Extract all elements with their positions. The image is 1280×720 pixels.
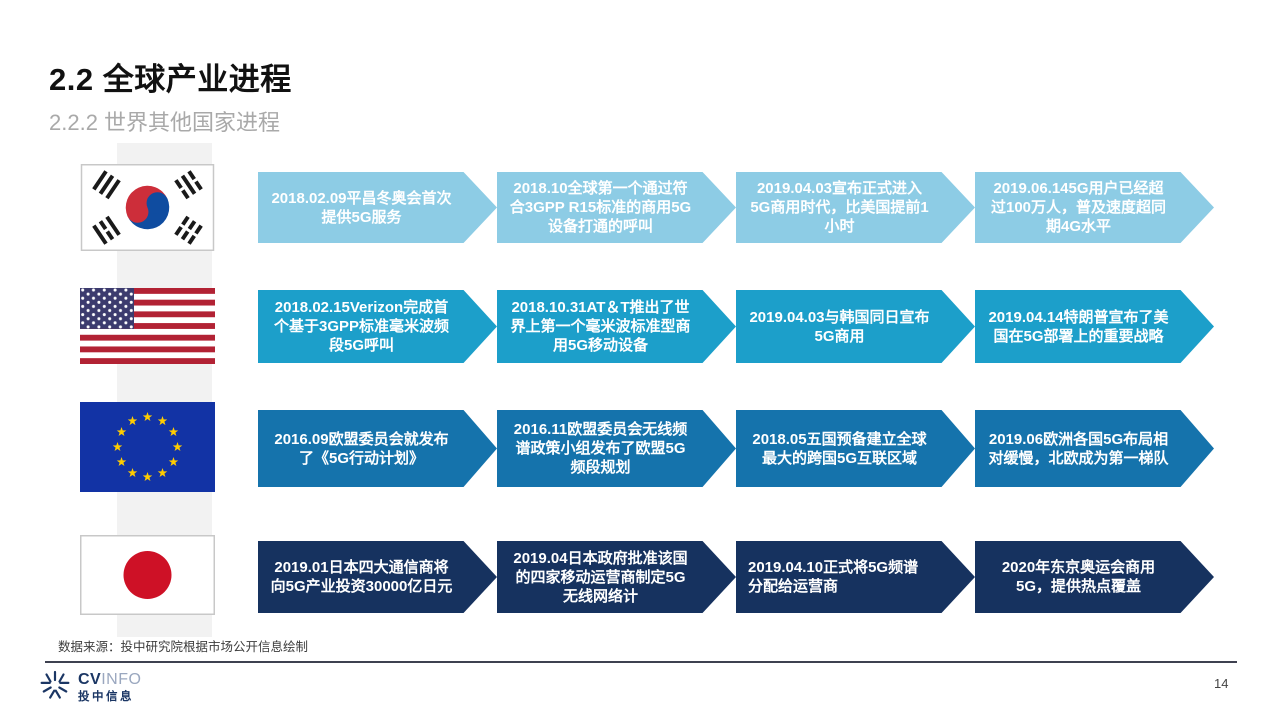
source-note: 数据来源：投中研究院根据市场公开信息绘制 xyxy=(58,640,309,654)
cvinfo-logo-cn: 投中信息 xyxy=(78,690,134,703)
cvinfo-logo-en: CVINFO xyxy=(78,671,142,689)
timeline-arrow-japan-3: 2019.04.10正式将5G频谱分配给运营商 xyxy=(736,541,975,613)
timeline-arrow-japan-1: 2019.01日本四大通信商将向5G产业投资30000亿日元 xyxy=(258,541,497,613)
page-title: 2.2 全球产业进程 xyxy=(49,62,292,97)
timeline-arrow-korea-2: 2018.10全球第一个通过符合3GPP R15标准的商用5G设备打通的呼叫 xyxy=(497,172,736,243)
logo-cv: CV xyxy=(78,671,102,689)
flag-south-korea-icon xyxy=(80,164,215,251)
timeline-arrow-japan-4: 2020年东京奥运会商用5G，提供热点覆盖 xyxy=(975,541,1214,613)
flag-european-union-icon xyxy=(80,402,215,492)
footer-divider xyxy=(45,661,1237,663)
timeline-arrow-eu-4: 2019.06欧洲各国5G布局相对缓慢，北欧成为第一梯队 xyxy=(975,410,1214,487)
cvinfo-pinwheel-icon xyxy=(40,670,70,705)
timeline-arrow-eu-2: 2016.11欧盟委员会无线频谱政策小组发布了欧盟5G频段规划 xyxy=(497,410,736,487)
flag-japan-icon xyxy=(80,535,215,615)
timeline-arrow-eu-1: 2016.09欧盟委员会就发布了《5G行动计划》 xyxy=(258,410,497,487)
cvinfo-logo-text: CVINFO 投中信息 xyxy=(78,671,142,703)
timeline-arrow-usa-1: 2018.02.15Verizon完成首个基于3GPP标准毫米波频段5G呼叫 xyxy=(258,290,497,363)
timeline-arrow-japan-2: 2019.04日本政府批准该国的四家移动运营商制定5G无线网络计 xyxy=(497,541,736,613)
page-subtitle: 2.2.2 世界其他国家进程 xyxy=(49,110,281,135)
page-number: 14 xyxy=(1214,676,1229,691)
timeline-arrow-korea-4: 2019.06.145G用户已经超过100万人，普及速度超同期4G水平 xyxy=(975,172,1214,243)
flag-united-states-icon xyxy=(80,288,215,364)
timeline-arrow-usa-2: 2018.10.31AT＆T推出了世界上第一个毫米波标准型商用5G移动设备 xyxy=(497,290,736,363)
timeline-arrow-korea-1: 2018.02.09平昌冬奥会首次提供5G服务 xyxy=(258,172,497,243)
timeline-arrow-korea-3: 2019.04.03宣布正式进入5G商用时代，比美国提前1小时 xyxy=(736,172,975,243)
logo-info: INFO xyxy=(101,671,142,689)
timeline-arrow-usa-3: 2019.04.03与韩国同日宣布5G商用 xyxy=(736,290,975,363)
timeline-arrow-usa-4: 2019.04.14特朗普宣布了美国在5G部署上的重要战略 xyxy=(975,290,1214,363)
cvinfo-logo: CVINFO 投中信息 xyxy=(40,670,141,705)
timeline-arrow-eu-3: 2018.05五国预备建立全球最大的跨国5G互联区域 xyxy=(736,410,975,487)
